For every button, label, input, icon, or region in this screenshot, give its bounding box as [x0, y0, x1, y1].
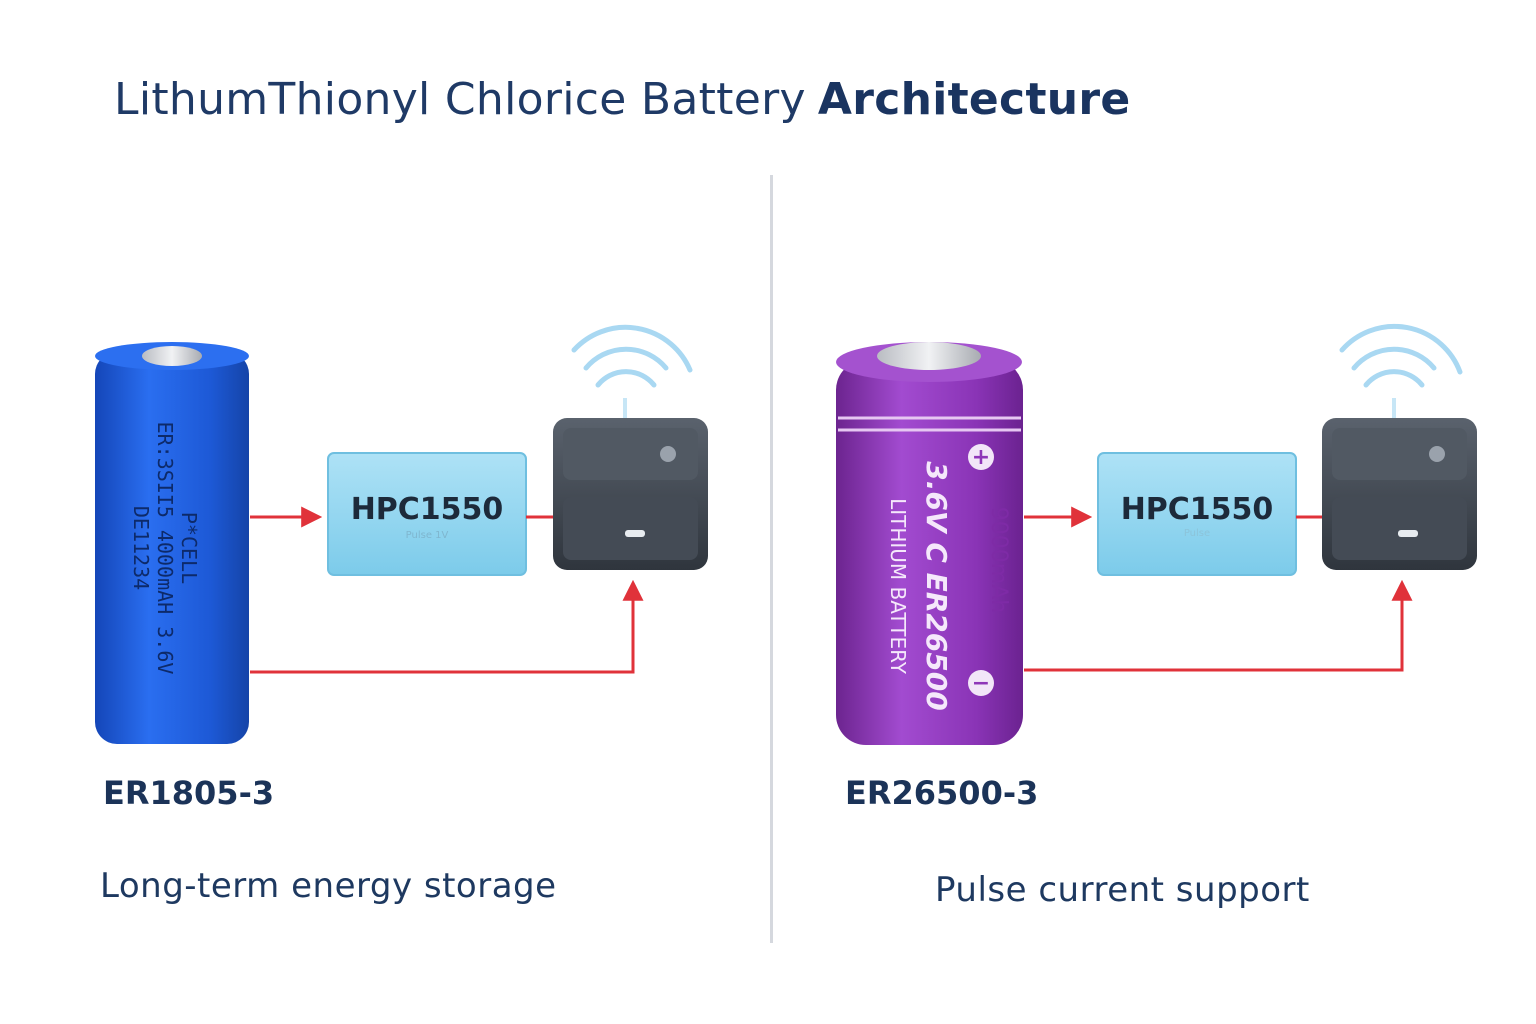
- right-battery-label-sub: LITHIUM BATTERY: [886, 498, 910, 675]
- right-bypass-arrow: [1024, 579, 1413, 672]
- left-module-label: HPC1550: [351, 492, 504, 527]
- left-battery-label-1: P*CELL: [177, 512, 201, 584]
- battery-plus-icon: +: [972, 445, 990, 470]
- left-model-label: ER1805-3: [103, 774, 275, 812]
- left-module-sublabel: Pulse 1V: [406, 530, 449, 541]
- wireless-sensor-icon: [1322, 418, 1477, 570]
- right-battery-capacity: 9000mAh: [986, 507, 1011, 613]
- battery-terminal: [142, 346, 202, 366]
- right-caption: Pulse current support: [935, 870, 1310, 910]
- left-battery: P*CELL ER:3SII5 4000mAH 3.6V DE11234: [95, 342, 249, 744]
- wireless-sensor-icon: [553, 418, 708, 570]
- right-hpc-module: HPC1550 Pulse: [1097, 452, 1297, 576]
- battery-terminal: [877, 342, 981, 370]
- wifi-signal-icon: [571, 324, 693, 388]
- right-battery-label-main: 3.6V C ER26500: [920, 461, 953, 710]
- left-hpc-module: HPC1550 Pulse 1V: [327, 452, 527, 576]
- right-model-label: ER26500-3: [845, 774, 1039, 812]
- right-battery: 3.6V C ER26500 LITHIUM BATTERY 9000mAh +…: [836, 342, 1023, 745]
- title-bold: Architecture: [817, 74, 1131, 125]
- battery-minus-icon: −: [972, 671, 990, 696]
- left-battery-label-2: ER:3SII5 4000mAH 3.6V: [153, 422, 177, 675]
- wifi-signal-icon: [1339, 323, 1463, 388]
- right-module-sublabel: Pulse: [1184, 528, 1210, 539]
- title-regular: LithumThionyl Chlorice Battery: [114, 74, 806, 125]
- left-caption: Long-term energy storage: [100, 866, 557, 906]
- left-bypass-arrow: [250, 579, 644, 674]
- right-module-label: HPC1550: [1121, 492, 1274, 527]
- section-divider: [770, 175, 773, 943]
- left-battery-label-3: DE11234: [129, 506, 153, 590]
